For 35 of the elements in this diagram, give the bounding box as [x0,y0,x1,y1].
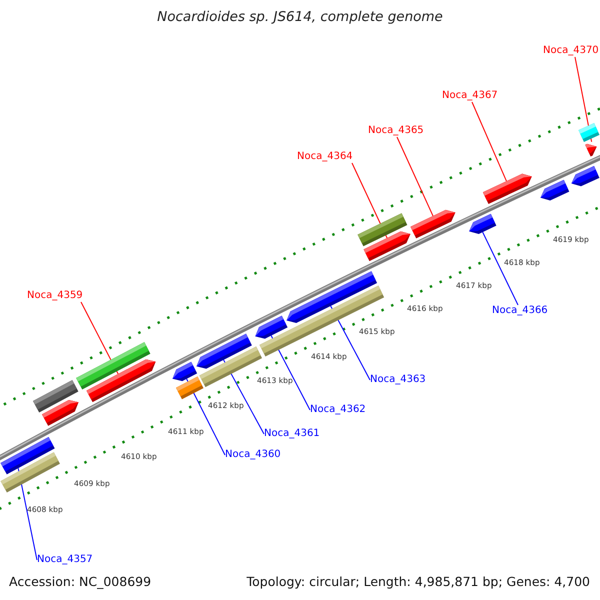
gene-label: Noca_4357 [37,554,93,566]
gene-block [540,180,570,201]
leader-line [482,232,518,306]
gene-block [172,362,198,382]
gene-block [571,166,600,186]
title: Nocardioides sp. JS614, complete genome [156,9,444,26]
gene-block [42,400,79,426]
gene-block [482,174,532,204]
leader-line [574,56,592,142]
gene-block [469,214,496,234]
leader-line [396,136,434,216]
leader-line [186,378,226,456]
gene-label: Noca_4359 [27,290,83,302]
gene-label: Noca_4363 [370,374,426,386]
gene-block [196,334,252,369]
gene-label: Noca_4366 [492,305,548,317]
gene-label: Noca_4361 [264,428,320,440]
gene-block [0,436,55,474]
gene-label: Noca_4364 [297,151,353,163]
gene-label: Noca_4370 [543,45,599,57]
leader-line [223,359,264,434]
gene-block [578,123,600,142]
accession-text: Accession: NC_008699 [9,574,152,589]
gene-block [358,213,408,246]
gene-block [255,316,288,339]
leader-line [472,102,507,182]
gene-label: Noca_4365 [368,125,424,137]
genome-info-text: Topology: circular; Length: 4,985,871 bp; Genes: 4,700 [246,574,590,589]
gene-block [410,210,456,238]
gene-label: Noca_4360 [225,449,281,461]
gene-label: Noca_4362 [310,404,366,416]
gene-label: Noca_4367 [442,90,498,102]
gene-block [585,144,597,157]
gene-block [86,359,156,402]
gene-block [286,271,378,323]
